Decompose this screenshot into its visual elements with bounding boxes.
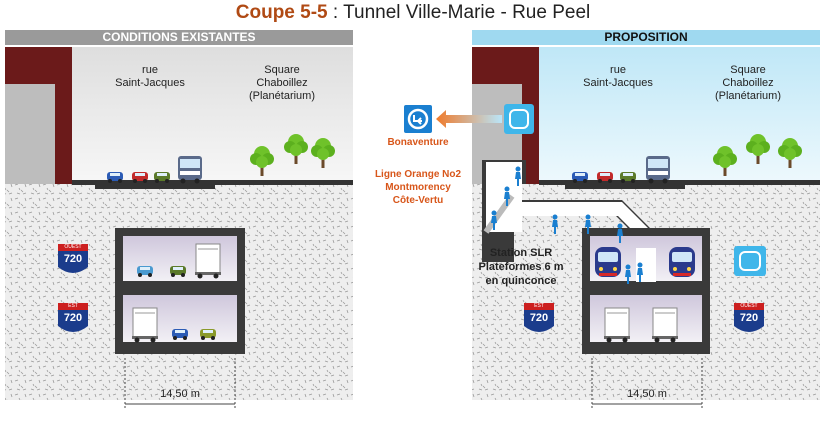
truck-icon [603, 307, 631, 343]
left-street-chaboillez: Square Chaboillez (Planétarium) [248, 64, 316, 102]
bus-icon [178, 156, 202, 184]
highway-shield-icon [524, 303, 554, 332]
left-width-dimension: 14,50 m [160, 388, 200, 400]
shield-ouest-number-right: 720 [739, 312, 759, 324]
shield-est-label-right: EST [534, 303, 544, 309]
shield-ouest-label-right: OUEST [740, 303, 758, 309]
truck-icon [194, 243, 222, 279]
right-header-bar [472, 30, 820, 45]
lrt-sign-icon [734, 246, 766, 276]
shield-est-label: EST [68, 303, 78, 309]
lrt-station-label: Station SLR Plateformes 6 m en quinconce [478, 247, 564, 287]
metro-lines-label: Ligne Orange No2 Montmorency Côte-Vertu [374, 169, 462, 206]
shield-ouest-number: 720 [63, 253, 83, 265]
title-bold: Coupe 5-5 [235, 2, 328, 23]
lrt-icon [504, 104, 534, 134]
left-header-bar [5, 30, 353, 45]
metro-station-label: Bonaventure [387, 137, 449, 148]
shield-est-number: 720 [63, 312, 83, 324]
right-street-chaboillez: Square Chaboillez (Planétarium) [714, 64, 782, 102]
truck-icon [651, 307, 679, 343]
truck-icon [131, 307, 159, 343]
connection-arrow [436, 110, 502, 128]
right-street-saint-jacques: rue Saint-Jacques [583, 64, 653, 89]
shield-est-number-right: 720 [529, 312, 549, 324]
shield-ouest-label: OUEST [64, 244, 82, 250]
right-panel-header: PROPOSITION [604, 30, 688, 44]
highway-shield-icon [58, 244, 88, 273]
left-street-saint-jacques: rue Saint-Jacques [115, 64, 185, 89]
bus-icon [646, 156, 670, 184]
right-width-dimension: 14,50 m [627, 388, 667, 400]
train-icon [669, 247, 695, 277]
train-icon [595, 247, 621, 277]
page-title: Coupe 5-5 : Tunnel Ville-Marie - Rue Pee… [0, 2, 826, 24]
highway-shield-icon [734, 303, 764, 332]
title-rest: : Tunnel Ville-Marie - Rue Peel [327, 2, 591, 23]
left-panel-header: CONDITIONS EXISTANTES [102, 30, 256, 44]
highway-shield-icon [58, 303, 88, 332]
